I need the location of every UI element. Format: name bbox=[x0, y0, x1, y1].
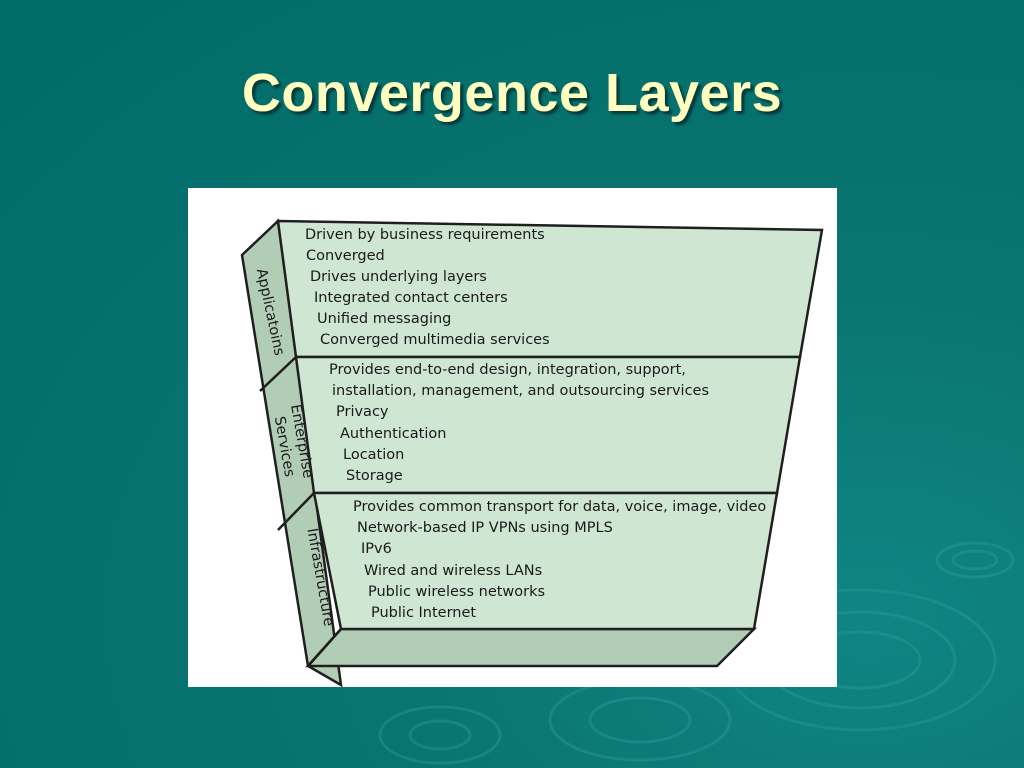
side-separator-2 bbox=[277, 492, 315, 531]
layer-item: Converged multimedia services bbox=[320, 332, 550, 348]
layer-item: Driven by business requirements bbox=[305, 227, 545, 243]
side-separator-1 bbox=[259, 356, 297, 392]
side-separator-3 bbox=[307, 628, 342, 667]
layer-item: Authentication bbox=[340, 426, 446, 442]
applications-items: Driven by business requirements Converge… bbox=[305, 227, 550, 348]
layer-item: Drives underlying layers bbox=[310, 269, 487, 285]
layer-infrastructure bbox=[312, 491, 779, 631]
layer-item: Network-based IP VPNs using MPLS bbox=[357, 520, 613, 536]
layer-item: IPv6 bbox=[361, 541, 392, 557]
slide-title: Convergence Layers bbox=[241, 63, 783, 123]
layer-item: installation, management, and outsourcin… bbox=[332, 383, 709, 399]
layer-item: Provides end-to-end design, integration,… bbox=[329, 362, 686, 378]
layer-item: Public wireless networks bbox=[368, 584, 545, 600]
enterprise-services-items: Provides end-to-end design, integration,… bbox=[329, 362, 709, 484]
layer-item: Storage bbox=[346, 468, 403, 484]
layer-item: Location bbox=[343, 447, 404, 463]
side-panel bbox=[240, 218, 343, 687]
layer-item: Converged bbox=[306, 248, 385, 264]
layer-item: Unified messaging bbox=[317, 311, 451, 327]
layer-item: Wired and wireless LANs bbox=[364, 563, 542, 579]
layer-item: Integrated contact centers bbox=[314, 290, 508, 306]
layer-item: Privacy bbox=[336, 404, 389, 420]
bottom-panel bbox=[305, 627, 758, 668]
layer-item: Provides common transport for data, voic… bbox=[353, 499, 766, 515]
layer-item: Public Internet bbox=[371, 605, 476, 621]
diagram-figure: Applicatoins Enterprise Services Infrast… bbox=[188, 188, 837, 687]
layers-diagram: Applicatoins Enterprise Services Infrast… bbox=[240, 218, 824, 687]
infrastructure-items: Provides common transport for data, voic… bbox=[353, 499, 766, 621]
